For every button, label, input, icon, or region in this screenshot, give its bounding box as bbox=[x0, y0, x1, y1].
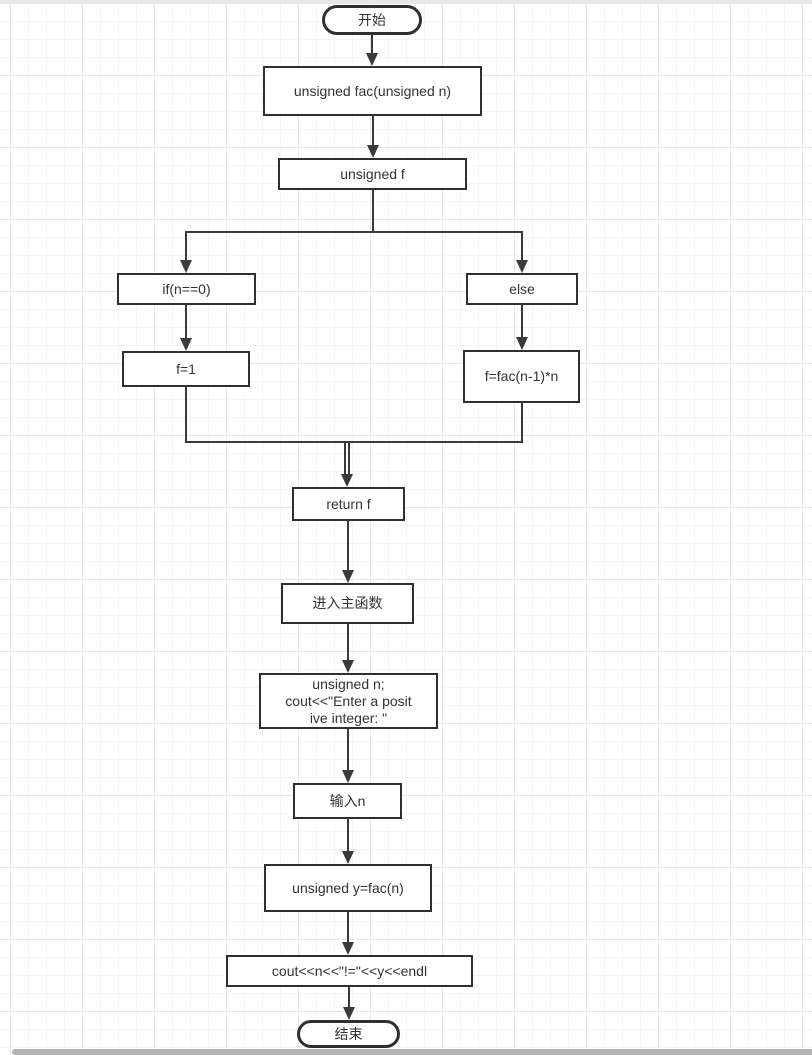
edge-line bbox=[347, 521, 349, 572]
node-label: f=fac(n-1)*n bbox=[484, 368, 559, 384]
arrowhead-icon bbox=[342, 660, 354, 673]
node-label: else bbox=[509, 280, 535, 297]
arrowhead-icon bbox=[180, 260, 192, 273]
arrowhead-icon bbox=[516, 260, 528, 273]
edge-line bbox=[521, 305, 523, 339]
top-border-strip bbox=[0, 0, 812, 4]
edge-line bbox=[347, 729, 349, 772]
edge-line bbox=[185, 231, 523, 233]
edge-line bbox=[344, 443, 346, 476]
edge-line bbox=[348, 987, 350, 1009]
node-unsigned-f[interactable]: unsigned f bbox=[278, 158, 467, 190]
node-else-branch[interactable]: else bbox=[466, 273, 578, 305]
node-fac-declaration[interactable]: unsigned fac(unsigned n) bbox=[263, 66, 482, 116]
arrowhead-icon bbox=[180, 338, 192, 351]
node-y-equals-fac[interactable]: unsigned y=fac(n) bbox=[264, 864, 432, 912]
edge-line bbox=[372, 190, 374, 233]
arrowhead-icon bbox=[343, 1007, 355, 1020]
node-enter-main[interactable]: 进入主函数 bbox=[281, 583, 414, 624]
edge-line bbox=[185, 441, 523, 443]
edge-line bbox=[347, 912, 349, 944]
node-label: 开始 bbox=[358, 11, 386, 28]
node-end[interactable]: 结束 bbox=[297, 1020, 400, 1048]
arrowhead-icon bbox=[342, 851, 354, 864]
node-if-condition[interactable]: if(n==0) bbox=[117, 273, 256, 305]
arrowhead-icon bbox=[342, 770, 354, 783]
edge-line bbox=[185, 305, 187, 340]
node-label: if(n==0) bbox=[162, 280, 211, 297]
horizontal-scrollbar-thumb[interactable] bbox=[12, 1049, 812, 1055]
node-label: unsigned y=fac(n) bbox=[292, 879, 404, 896]
edge-line bbox=[521, 403, 523, 443]
arrowhead-icon bbox=[341, 474, 353, 487]
node-label: unsigned fac(unsigned n) bbox=[293, 82, 452, 99]
node-label: 进入主函数 bbox=[312, 595, 383, 611]
node-label: 结束 bbox=[334, 1025, 363, 1042]
edge-line bbox=[348, 443, 350, 476]
node-label: 输入n bbox=[329, 792, 366, 809]
arrowhead-icon bbox=[342, 570, 354, 583]
node-declare-n-prompt[interactable]: unsigned n; cout<<"Enter a posit ive int… bbox=[259, 673, 438, 729]
node-label: unsigned f bbox=[340, 165, 405, 182]
edge-line bbox=[371, 35, 373, 56]
node-label: f=1 bbox=[176, 360, 196, 377]
node-f-recursive[interactable]: f=fac(n-1)*n bbox=[463, 350, 580, 403]
node-label: return f bbox=[326, 495, 371, 512]
node-f-equals-1[interactable]: f=1 bbox=[122, 351, 250, 387]
node-cout-result[interactable]: cout<<n<<"!="<<y<<endl bbox=[226, 955, 473, 987]
edge-line bbox=[347, 819, 349, 853]
node-input-n[interactable]: 输入n bbox=[293, 783, 402, 819]
node-return-f[interactable]: return f bbox=[292, 487, 405, 521]
node-label: unsigned n; cout<<"Enter a posit ive int… bbox=[285, 675, 412, 726]
node-start[interactable]: 开始 bbox=[322, 5, 422, 35]
edge-line bbox=[372, 116, 374, 147]
edge-line bbox=[347, 624, 349, 662]
node-label: cout<<n<<"!="<<y<<endl bbox=[271, 962, 428, 979]
arrowhead-icon bbox=[516, 337, 528, 350]
edge-line bbox=[521, 232, 523, 261]
arrowhead-icon bbox=[367, 145, 379, 158]
arrowhead-icon bbox=[342, 942, 354, 955]
arrowhead-icon bbox=[366, 53, 378, 66]
edge-line bbox=[185, 387, 187, 443]
edge-line bbox=[185, 232, 187, 261]
